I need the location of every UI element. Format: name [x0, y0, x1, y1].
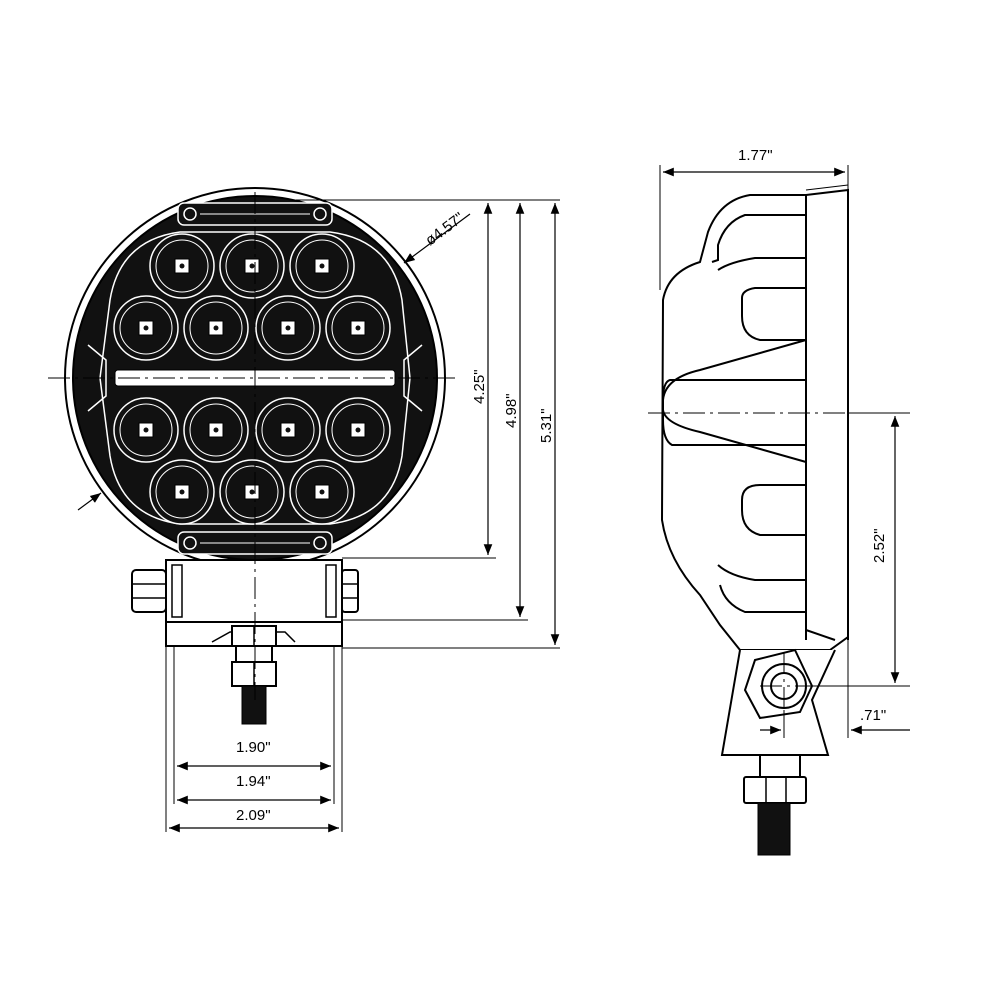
led-pod: [325, 397, 391, 463]
width-inner-label: 1.90": [236, 739, 271, 756]
mount-height-label: 2.52": [871, 528, 888, 563]
side-view: 1.77" 2.52" .71": [648, 147, 910, 856]
diameter-label: ø4.57": [422, 209, 467, 249]
front-centerlines: [48, 192, 460, 700]
depth-label: 1.77": [738, 147, 773, 164]
led-pod: [219, 459, 285, 525]
led-pod: [149, 459, 215, 525]
height-dimensions: [296, 199, 560, 649]
stud-bolt: [231, 625, 277, 725]
width-dimensions: [165, 612, 343, 833]
height-lens-label: 4.25": [471, 369, 488, 404]
side-housing: [660, 184, 849, 651]
mounting-bracket: [131, 559, 359, 647]
height-bracket-label: 4.98": [503, 393, 520, 428]
led-pod: [113, 397, 179, 463]
side-dimensions: [659, 165, 910, 738]
front-view: ø4.57" 4.25" 4.98" 5.31" 1.90" 1.94" 2.0…: [48, 187, 560, 833]
led-pod: [149, 233, 215, 299]
mount-offset-label: .71": [860, 707, 886, 724]
led-pod: [183, 397, 249, 463]
led-pod: [325, 295, 391, 361]
led-pod: [289, 459, 355, 525]
width-outer-label: 2.09": [236, 807, 271, 824]
led-pod: [219, 233, 285, 299]
led-pod: [289, 233, 355, 299]
led-array: [113, 233, 391, 525]
side-mount: [720, 648, 836, 856]
led-pod: [183, 295, 249, 361]
width-mid-label: 1.94": [236, 773, 271, 790]
led-pod: [255, 295, 321, 361]
led-pod: [113, 295, 179, 361]
height-overall-label: 5.31": [538, 408, 555, 443]
led-pod: [255, 397, 321, 463]
